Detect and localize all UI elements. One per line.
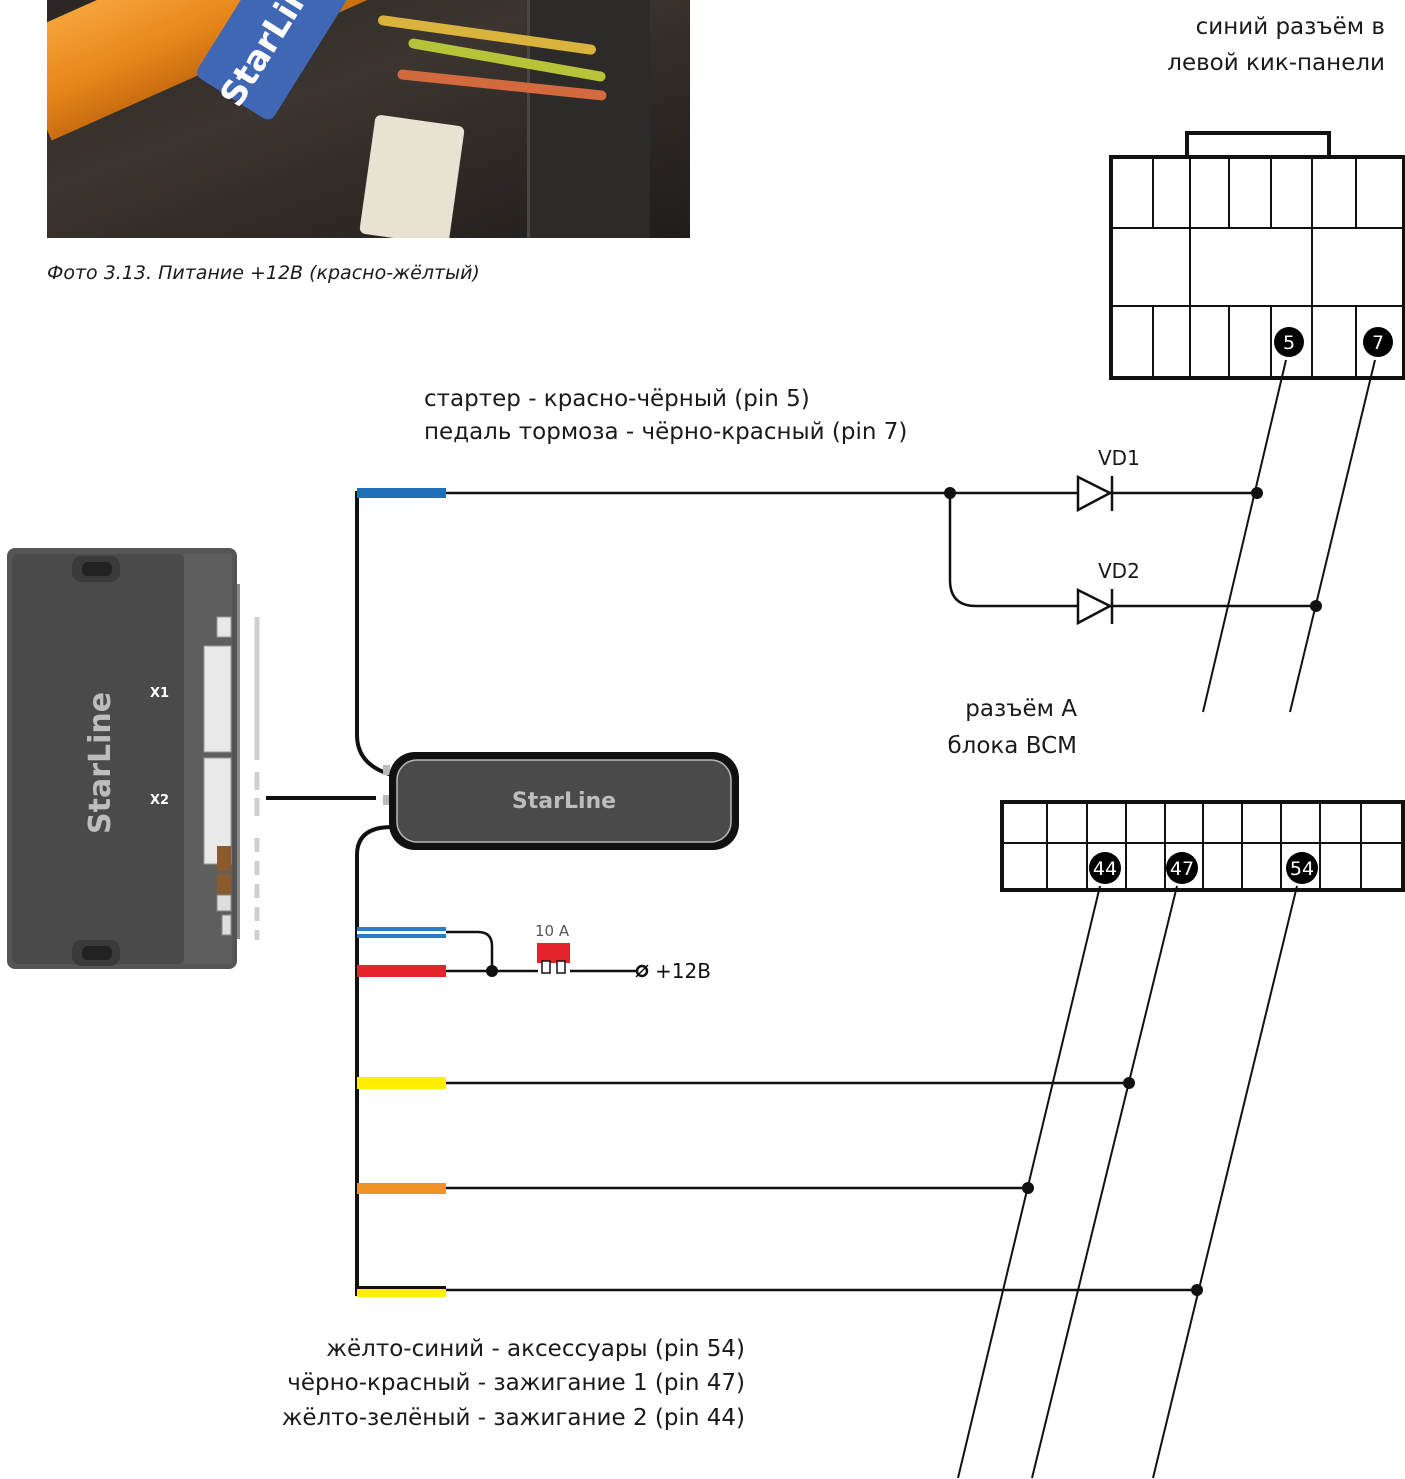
module-brand: StarLine xyxy=(512,789,616,814)
starline-main-unit: StarLine X1 X2 xyxy=(7,548,240,969)
kick-panel-connector xyxy=(1109,131,1405,380)
pin-5-wire xyxy=(1202,359,1287,713)
diode-circuit xyxy=(446,491,1316,608)
junction-dot xyxy=(1310,600,1322,612)
red-wire xyxy=(357,965,446,977)
blue-white-wire xyxy=(357,927,446,938)
starline-module: StarLine xyxy=(383,752,739,850)
main-unit-brand: StarLine xyxy=(83,692,118,834)
fuse-rating: 10 A xyxy=(535,922,570,940)
yellow-black-wire xyxy=(357,1286,446,1297)
bottom-wires-label-line1: жёлто-синий - аксессуары (pin 54) xyxy=(326,1336,745,1362)
pin-47-label: 47 xyxy=(1170,858,1194,880)
bcm-title-line2: блока BCM xyxy=(947,733,1077,759)
pin-7-wire xyxy=(1289,359,1376,713)
pin-47-wire xyxy=(1031,885,1178,1479)
kick-panel-title-line1: синий разъём в xyxy=(1195,14,1385,40)
pin-7-marker: 7 xyxy=(1363,327,1393,357)
pin-5-marker: 5 xyxy=(1274,327,1304,357)
top-wires-label-line2: педаль тормоза - чёрно-красный (pin 7) xyxy=(424,419,908,445)
junction-dot xyxy=(944,487,956,499)
junction-dot xyxy=(486,965,498,977)
harness-trunk xyxy=(266,491,393,1296)
diode-vd1-label: VD1 xyxy=(1098,446,1140,470)
fuse-icon: 10 A xyxy=(535,922,570,974)
pin-54-label: 54 xyxy=(1290,858,1314,880)
x1-label: X1 xyxy=(150,686,169,701)
blue-wire xyxy=(357,488,446,498)
pin-44-label: 44 xyxy=(1093,858,1117,880)
diode-vd2-label: VD2 xyxy=(1098,559,1140,583)
diode-vd1: VD1 xyxy=(1076,446,1140,513)
pin-47-marker: 47 xyxy=(1166,852,1198,884)
diode-vd2: VD2 xyxy=(1076,559,1140,626)
pin-54-wire xyxy=(1152,885,1298,1479)
top-wires-label-line1: стартер - красно-чёрный (pin 5) xyxy=(424,386,810,412)
pin-7-label: 7 xyxy=(1372,332,1384,354)
orange-wire xyxy=(357,1183,446,1194)
x2-label: X2 xyxy=(150,793,169,808)
power-label: +12В xyxy=(655,959,711,983)
photo-caption: Фото 3.13. Питание +12В (красно-жёлтый) xyxy=(47,262,480,284)
bottom-wires-label-line2: чёрно-красный - зажигание 1 (pin 47) xyxy=(287,1370,745,1396)
bcm-title-line1: разъём А xyxy=(965,696,1077,722)
pin-44-marker: 44 xyxy=(1089,852,1121,884)
bcm-connector xyxy=(1000,800,1405,892)
junction-dot xyxy=(1251,487,1263,499)
kick-panel-title-line2: левой кик-панели xyxy=(1167,50,1385,76)
yellow-wire xyxy=(357,1077,446,1089)
bottom-wires-label-line3: жёлто-зелёный - зажигание 2 (pin 44) xyxy=(281,1405,745,1431)
pin-54-marker: 54 xyxy=(1286,852,1318,884)
pin-44-wire xyxy=(957,885,1101,1479)
installation-photo: StarLine xyxy=(47,0,690,238)
pin-5-label: 5 xyxy=(1283,332,1295,354)
